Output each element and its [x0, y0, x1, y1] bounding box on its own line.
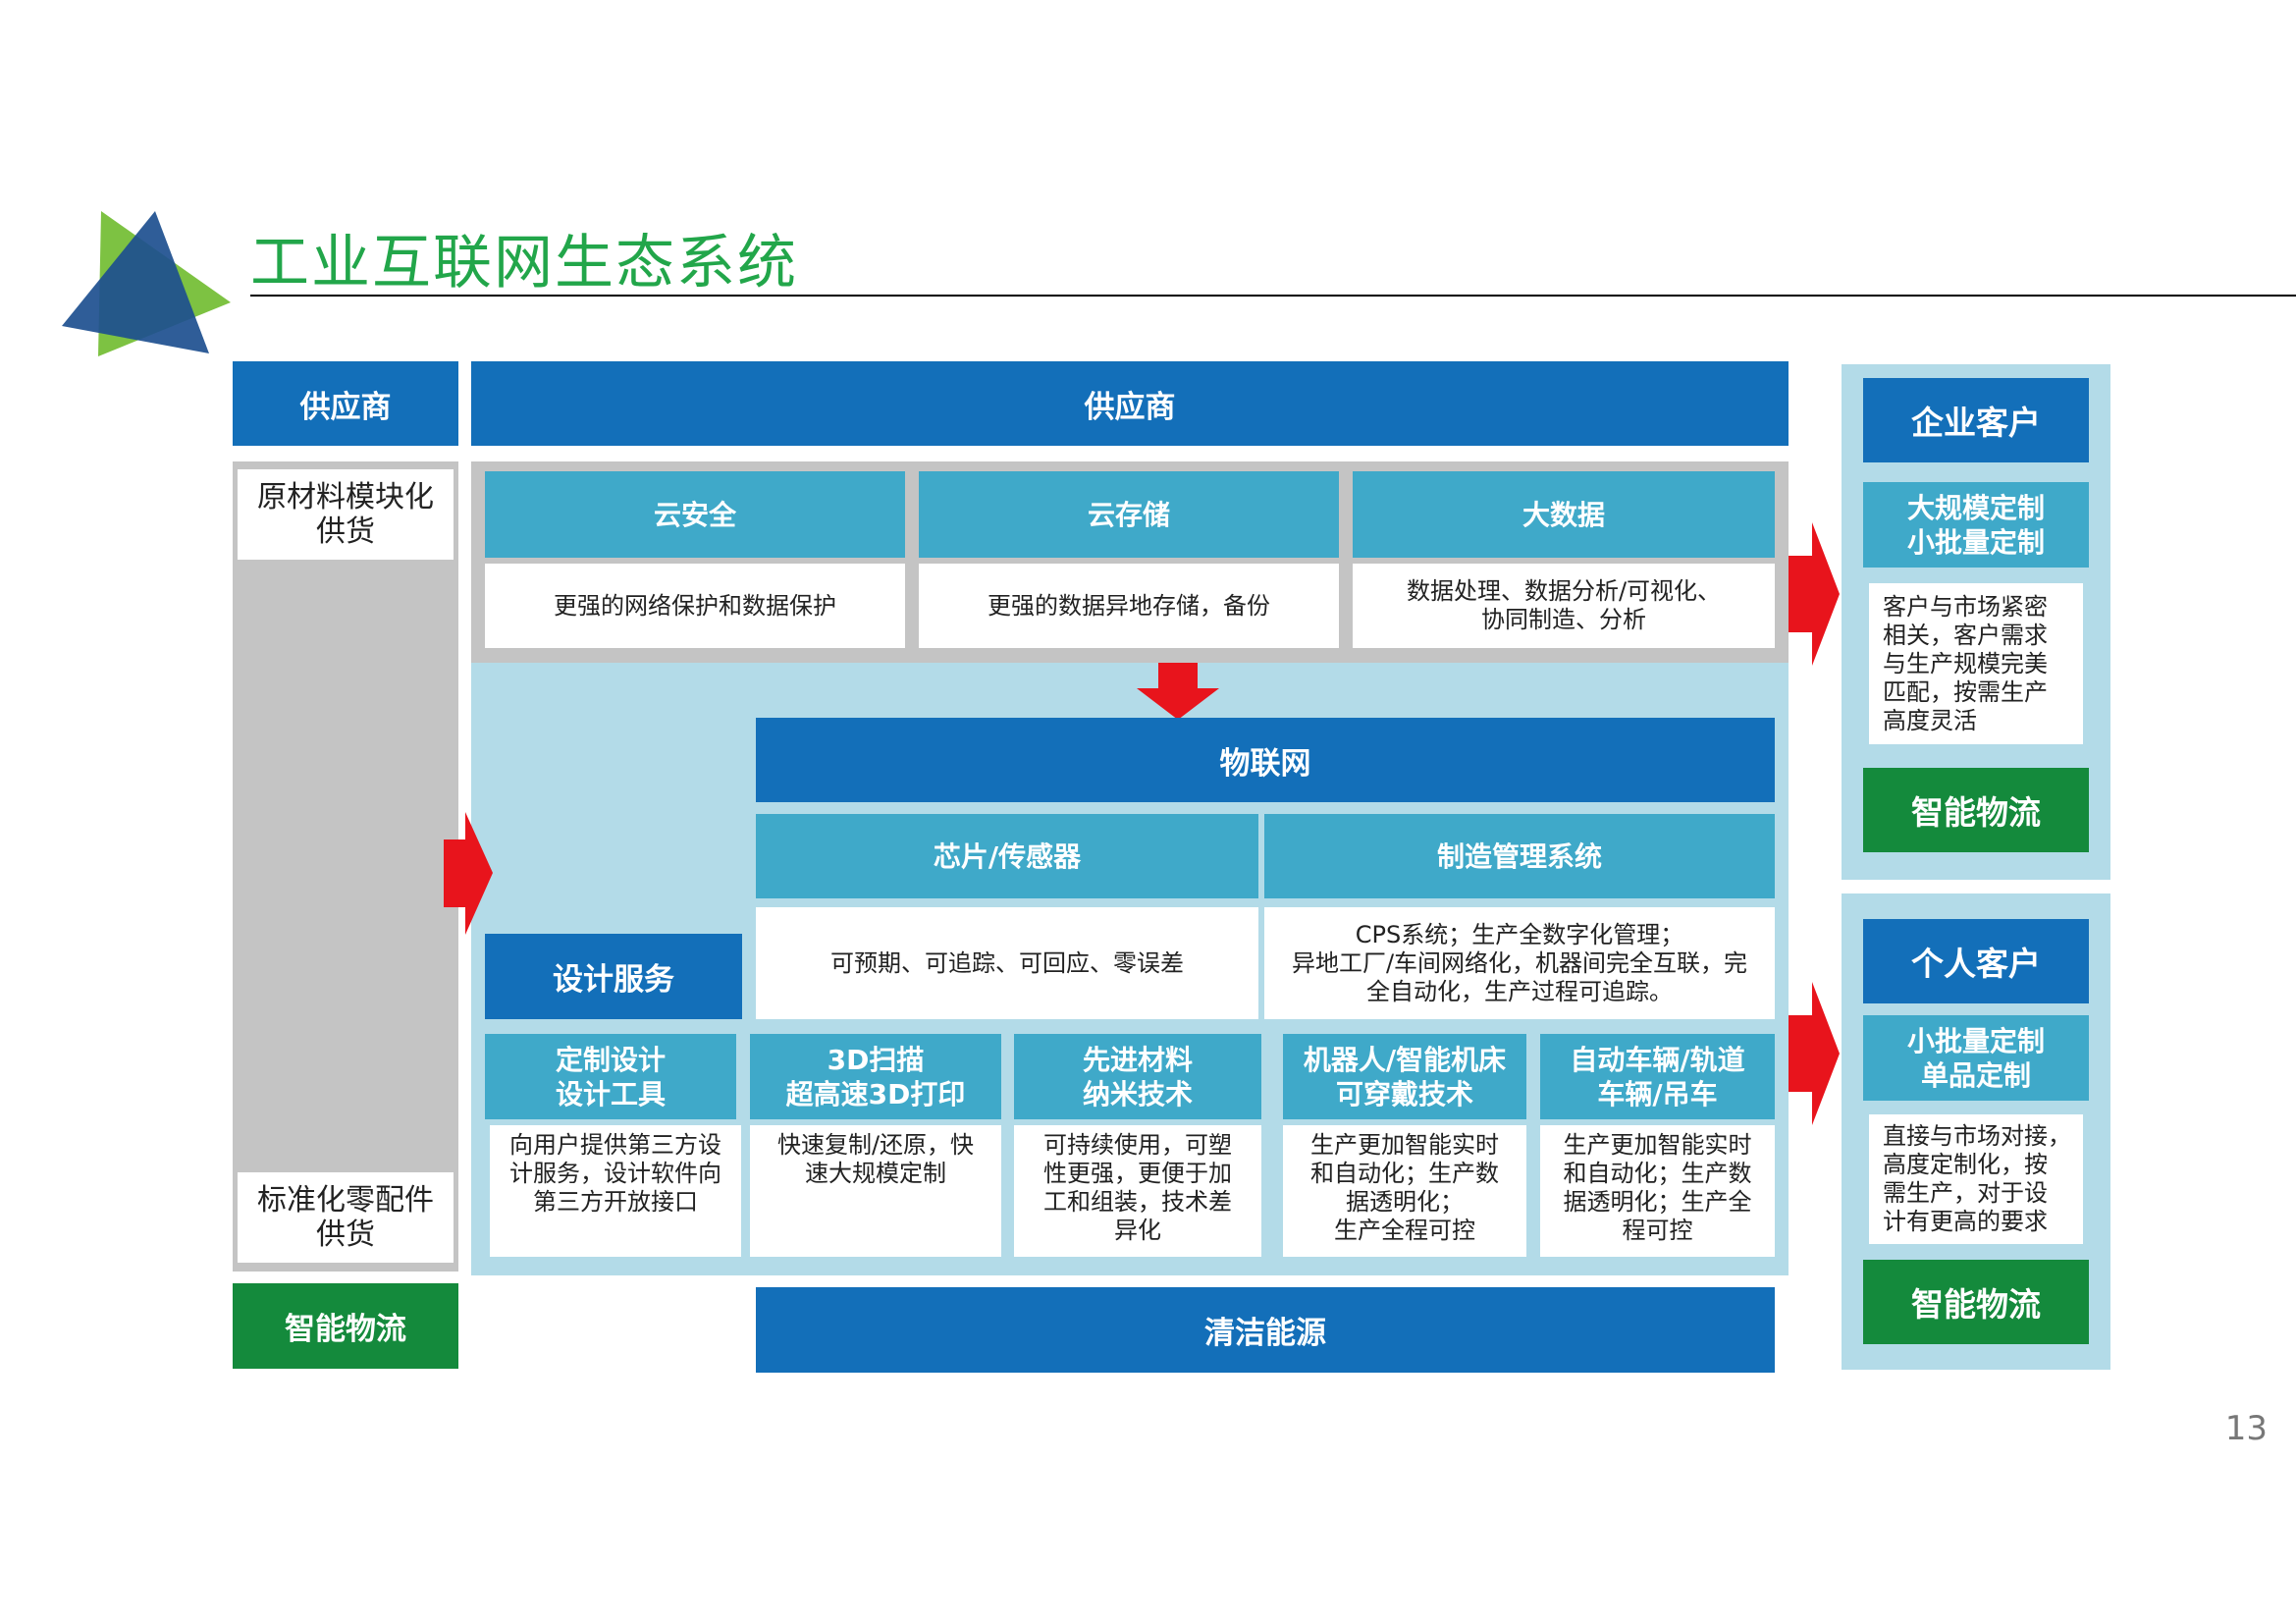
big-data-title: 大数据 [1353, 471, 1775, 558]
enterprise-desc: 客户与市场紧密 相关，客户需求 与生产规模完美 匹配，按需生产 高度灵活 [1869, 583, 2083, 744]
down-arrow-icon [1137, 663, 1219, 720]
tech-desc-custom-design: 向用户提供第三方设 计服务，设计软件向 第三方开放接口 [490, 1125, 741, 1257]
big-data-desc: 数据处理、数据分析/可视化、 协同制造、分析 [1353, 564, 1775, 648]
tech-title-custom-design: 定制设计 设计工具 [485, 1034, 736, 1119]
enterprise-logistics: 智能物流 [1863, 768, 2089, 852]
tech-title-robotics: 机器人/智能机床 可穿戴技术 [1283, 1034, 1526, 1119]
design-service-header: 设计服务 [485, 934, 742, 1019]
cloud-security-desc: 更强的网络保护和数据保护 [485, 564, 905, 648]
chip-sensor-desc: 可预期、可追踪、可回应、零误差 [756, 907, 1258, 1019]
right-arrow-enterprise-icon [1789, 522, 1840, 666]
right-arrow-personal-icon [1789, 982, 1840, 1125]
tech-desc-advanced-materials: 可持续使用，可塑 性更强，更便于加 工和组装，技术差 异化 [1014, 1125, 1261, 1257]
tech-desc-robotics: 生产更加智能实时 和自动化；生产数 据透明化； 生产全程可控 [1283, 1125, 1526, 1257]
page-number: 13 [2224, 1409, 2268, 1448]
mfg-mgmt-desc: CPS系统；生产全数字化管理； 异地工厂/车间网络化，机器间完全互联，完 全自动… [1264, 907, 1775, 1019]
tech-desc-auto-vehicles: 生产更加智能实时 和自动化；生产数 据透明化；生产全 程可控 [1540, 1125, 1775, 1257]
right-arrow-left-icon [444, 812, 493, 935]
left-supplier-header: 供应商 [233, 361, 458, 446]
tech-title-advanced-materials: 先进材料 纳米技术 [1014, 1034, 1261, 1119]
tech-desc-3d-printing: 快速复制/还原，快 速大规模定制 [750, 1125, 1001, 1257]
tech-title-3d-printing: 3D扫描 超高速3D打印 [750, 1034, 1001, 1119]
cloud-storage-title: 云存储 [919, 471, 1339, 558]
tech-title-auto-vehicles: 自动车辆/轨道 车辆/吊车 [1540, 1034, 1775, 1119]
personal-logistics: 智能物流 [1863, 1260, 2089, 1344]
clean-energy-bar: 清洁能源 [756, 1287, 1775, 1373]
left-supplier-panel [233, 461, 458, 1272]
personal-sub: 小批量定制 单品定制 [1863, 1015, 2089, 1101]
iot-header: 物联网 [756, 718, 1775, 802]
left-top-item: 原材料模块化 供货 [238, 469, 454, 560]
logo [62, 211, 231, 356]
chip-sensor-title: 芯片/传感器 [756, 814, 1258, 898]
cloud-storage-desc: 更强的数据异地存储，备份 [919, 564, 1339, 648]
enterprise-header: 企业客户 [1863, 378, 2089, 462]
title-underline [250, 295, 2296, 297]
center-supplier-header: 供应商 [471, 361, 1789, 446]
page-title: 工业互联网生态系统 [250, 229, 798, 298]
logo-blue-triangle [62, 211, 209, 353]
personal-desc: 直接与市场对接， 高度定制化，按 需生产，对于设 计有更高的要求 [1869, 1114, 2083, 1244]
enterprise-sub: 大规模定制 小批量定制 [1863, 482, 2089, 568]
left-logistics: 智能物流 [233, 1283, 458, 1369]
personal-header: 个人客户 [1863, 919, 2089, 1003]
left-bottom-item: 标准化零配件 供货 [238, 1172, 454, 1263]
cloud-security-title: 云安全 [485, 471, 905, 558]
mfg-mgmt-title: 制造管理系统 [1264, 814, 1775, 898]
